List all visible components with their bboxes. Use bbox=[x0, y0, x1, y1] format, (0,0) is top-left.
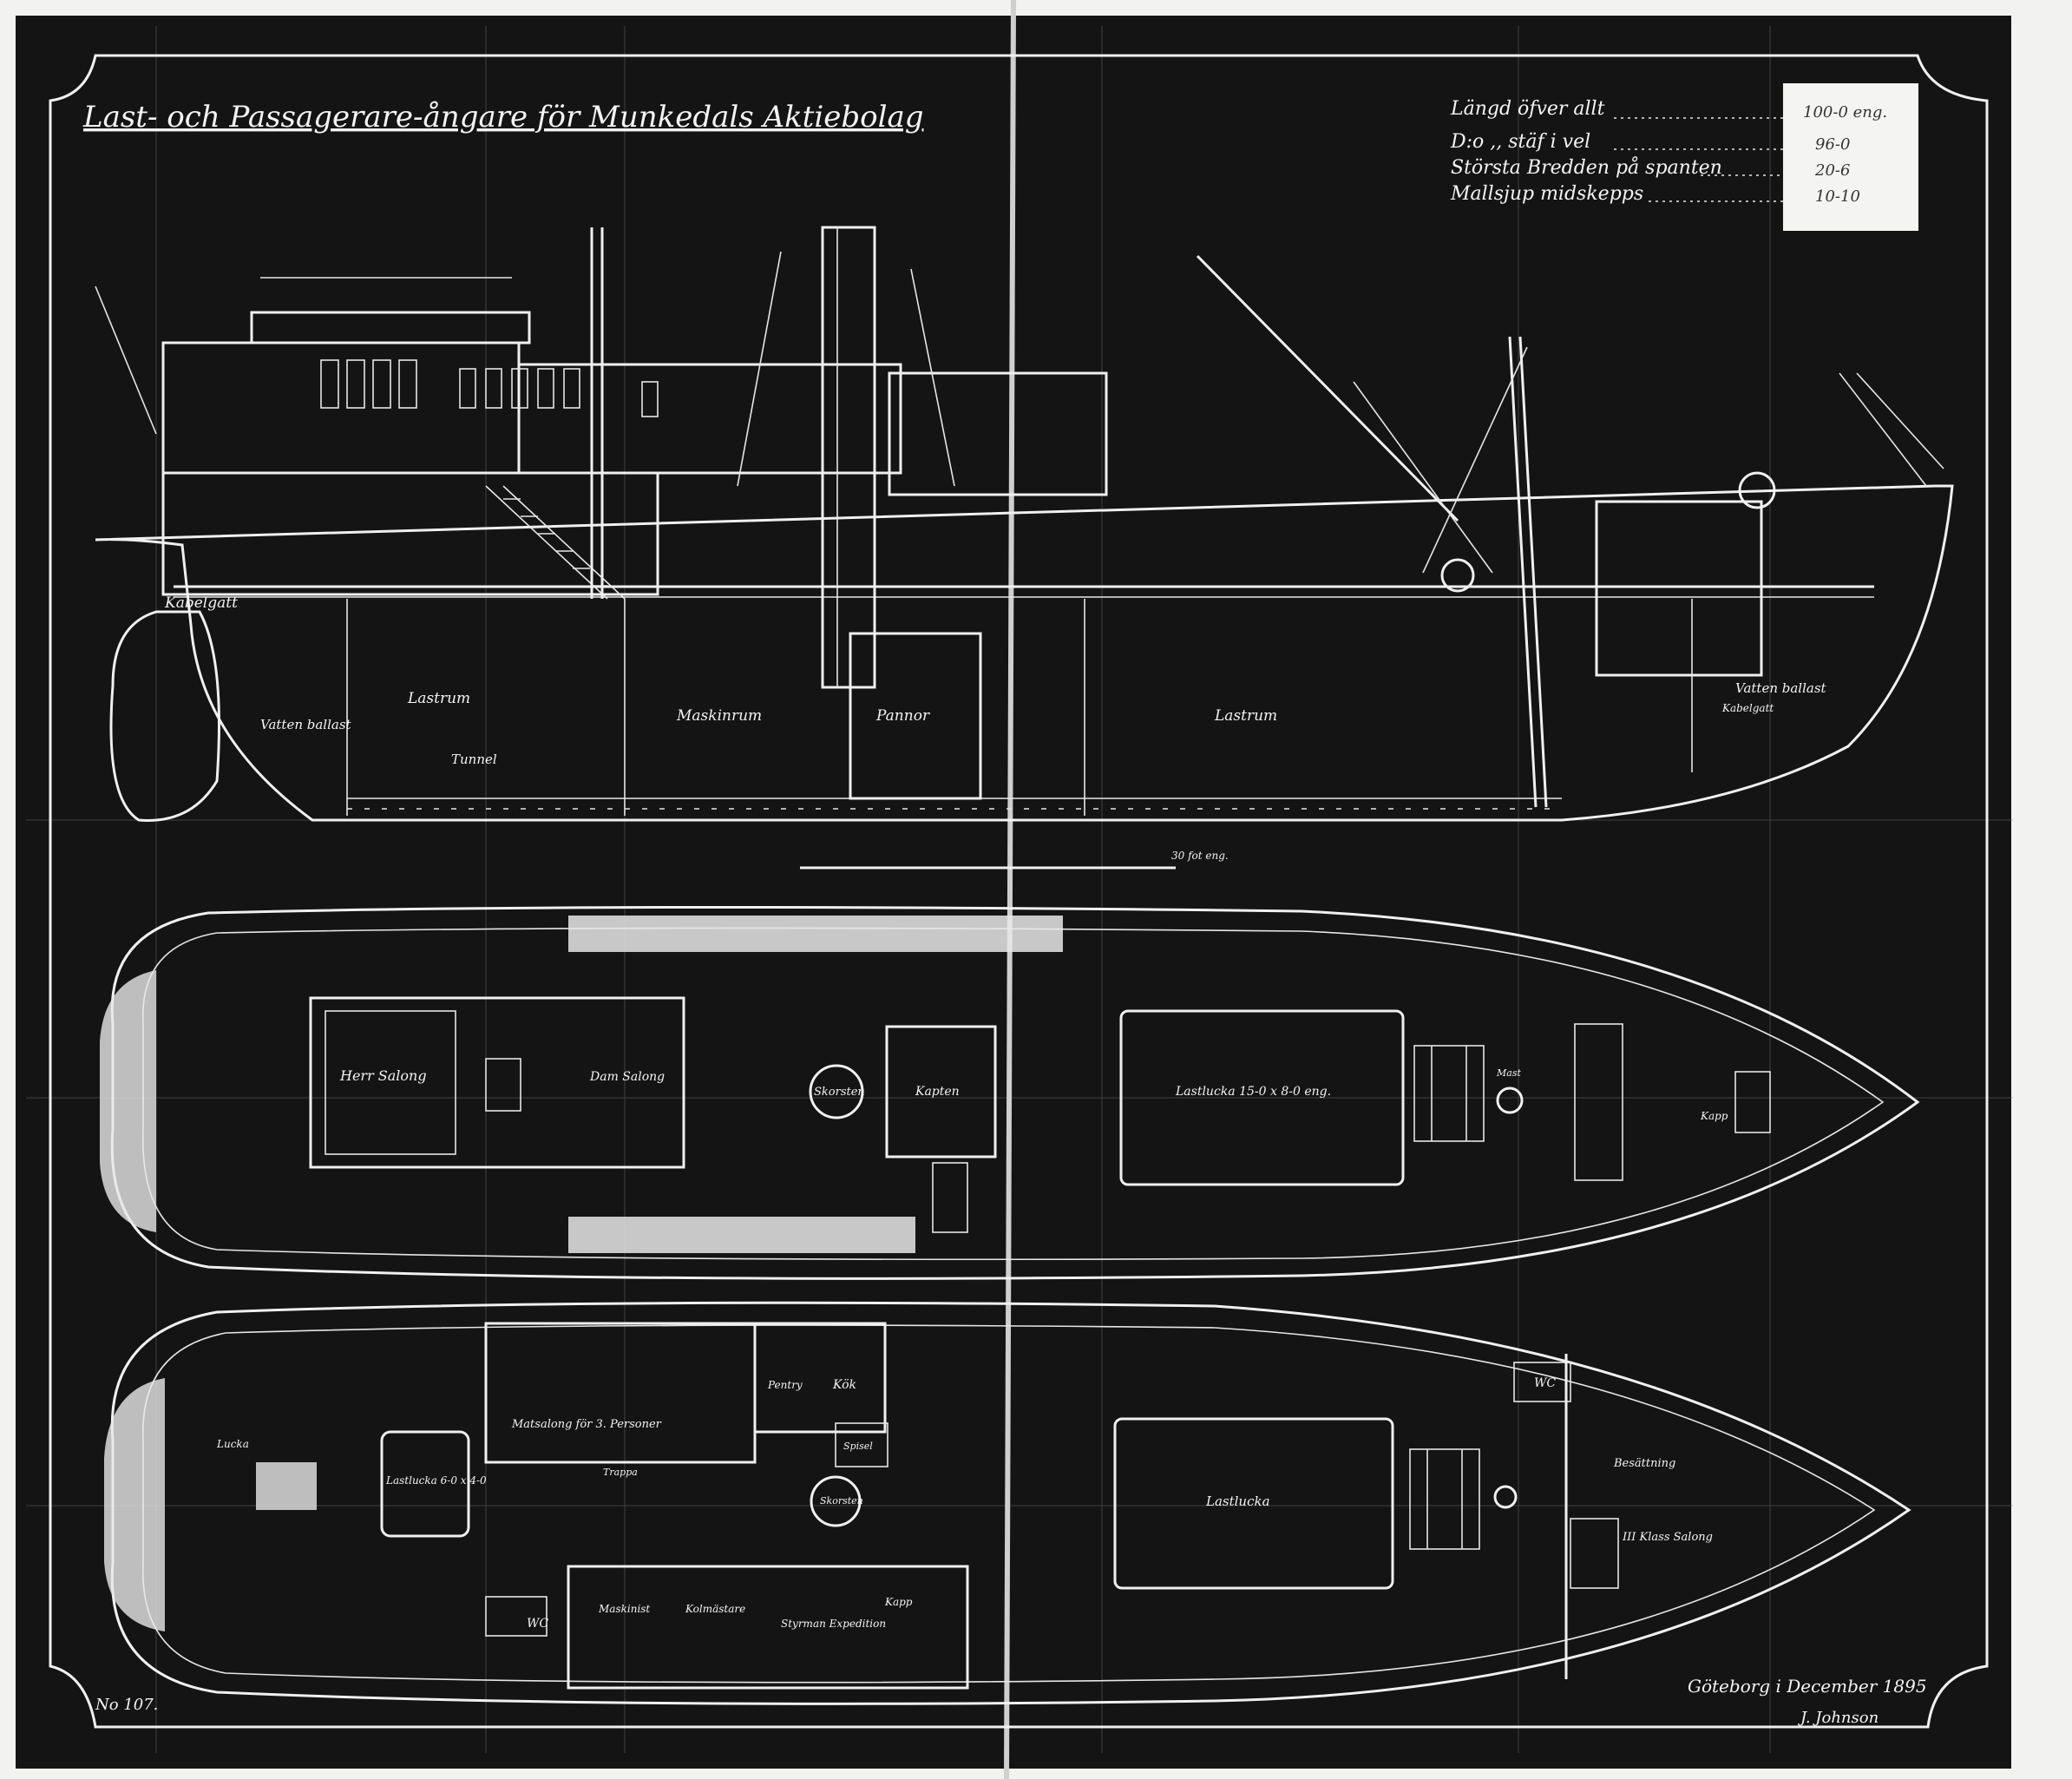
drawing-title: Last- och Passagerare-ångare för Munkeda… bbox=[82, 100, 924, 135]
label-lastlucka-fwd: Lastlucka bbox=[1205, 1493, 1270, 1509]
label-lastlucka-upper: Lastlucka 15-0 x 8-0 eng. bbox=[1175, 1085, 1331, 1099]
signature: J. Johnson bbox=[1797, 1709, 1879, 1727]
label-spisel: Spisel bbox=[843, 1441, 873, 1452]
boiler bbox=[849, 632, 982, 800]
funnel bbox=[821, 226, 876, 689]
label-lastrum-fwd: Lastrum bbox=[1214, 707, 1277, 725]
label-besattning: Besättning bbox=[1613, 1457, 1675, 1470]
bulkheads bbox=[346, 599, 1693, 816]
scale-bar: 30 fot eng. bbox=[800, 850, 1229, 870]
bridge-roof bbox=[250, 311, 531, 345]
sheet-fold-line bbox=[1004, 0, 1016, 1779]
stern-grating-lower bbox=[104, 1378, 165, 1631]
dim-label-4: Mallsjup midskepps bbox=[1450, 183, 1643, 205]
cabins-row bbox=[567, 1565, 969, 1690]
label-trappa: Trappa bbox=[603, 1467, 638, 1478]
label-lastrum-aft: Lastrum bbox=[407, 690, 470, 707]
dim-value-2: 96-0 bbox=[1815, 135, 1850, 154]
forecastle bbox=[1595, 500, 1763, 677]
label-styrman: Styrman Expedition bbox=[781, 1618, 886, 1630]
label-kapp-upper: Kapp bbox=[1700, 1110, 1728, 1122]
label-kolmastare: Kolmästare bbox=[685, 1603, 745, 1615]
saloon-house bbox=[309, 996, 685, 1169]
label-wc-aft: WC bbox=[527, 1617, 548, 1631]
fore-mast bbox=[1508, 336, 1538, 808]
funnel-lower bbox=[810, 1475, 862, 1527]
cargo-boom bbox=[1196, 254, 1459, 522]
label-lucka: Lucka bbox=[216, 1438, 249, 1450]
boat-skylight-bottom bbox=[568, 1217, 915, 1253]
cargo-hatch-upper bbox=[1119, 1009, 1405, 1186]
bridge-house bbox=[888, 371, 1108, 496]
boat-skylight-top bbox=[568, 916, 1063, 952]
label-herr-salong: Herr Salong bbox=[339, 1067, 427, 1084]
label-matsalong: Matsalong för 3. Personer bbox=[511, 1418, 662, 1431]
label-vatten-ballast-fwd: Vatten ballast bbox=[1735, 680, 1827, 696]
dim-value-1: 100-0 eng. bbox=[1803, 103, 1887, 121]
label-vatten-ballast-aft: Vatten ballast bbox=[260, 717, 352, 732]
dim-label-3: Största Bredden på spanten bbox=[1451, 155, 1722, 179]
funnel-plan bbox=[809, 1064, 864, 1119]
label-maskinist: Maskinist bbox=[598, 1603, 650, 1615]
cargo-hatch-fwd bbox=[1113, 1417, 1394, 1590]
captain-cabin bbox=[885, 1025, 997, 1159]
scale-bar-label: 30 fot eng. bbox=[1171, 850, 1229, 862]
label-tunnel: Tunnel bbox=[451, 752, 497, 767]
place-date: Göteborg i December 1895 bbox=[1688, 1676, 1927, 1697]
label-iii-klass-salong: III Klass Salong bbox=[1622, 1531, 1713, 1544]
label-kapp-lower: Kapp bbox=[884, 1596, 913, 1608]
deckhouse-mid bbox=[517, 363, 902, 475]
label-dam-salong: Dam Salong bbox=[589, 1070, 665, 1084]
label-maskinrum: Maskinrum bbox=[676, 707, 762, 725]
profile-view: 30 fot eng. Kabelgatt Vatten ballast Las… bbox=[95, 226, 1954, 870]
upper-deck-plan: Herr Salong Dam Salong Skorsten Kapten L… bbox=[100, 905, 1920, 1280]
cabin-windows bbox=[320, 359, 659, 417]
upper-deck-hull bbox=[110, 905, 1920, 1280]
ornamental-border bbox=[49, 54, 1989, 1729]
fore-mast-plan bbox=[1496, 1086, 1524, 1114]
dimensions-table: Längd öfver allt D:o ,, stäf i vel Störs… bbox=[1450, 83, 1918, 231]
lower-deck-hull bbox=[110, 1301, 1911, 1705]
label-mast: Mast bbox=[1496, 1067, 1521, 1079]
dim-value-3: 20-6 bbox=[1814, 161, 1850, 180]
label-pannor: Pannor bbox=[875, 707, 930, 725]
stern-grating bbox=[100, 970, 156, 1232]
label-kabelgatt-aft: Kabelgatt bbox=[164, 594, 238, 612]
label-lastlucka-aft: Lastlucka 6-0 x 4-0 bbox=[385, 1474, 487, 1487]
label-kapten: Kapten bbox=[915, 1085, 960, 1099]
label-skorsten-lower: Skorsten bbox=[820, 1495, 863, 1507]
dim-label-2: D:o ,, stäf i vel bbox=[1450, 131, 1590, 153]
label-kok: Kök bbox=[832, 1378, 856, 1392]
profile-hull bbox=[95, 484, 1954, 822]
cargo-hatch-aft bbox=[380, 1430, 470, 1538]
rigging bbox=[95, 251, 1944, 574]
windlass-lower bbox=[1409, 1448, 1480, 1550]
lower-deck-plan: Lucka Lastlucka 6-0 x 4-0 Matsalong för … bbox=[104, 1301, 1911, 1705]
dimensions-value-patch bbox=[1783, 83, 1918, 231]
dim-value-4: 10-10 bbox=[1815, 187, 1860, 206]
label-kabelgatt-fwd: Kabelgatt bbox=[1721, 702, 1774, 714]
drawing-number: No 107. bbox=[95, 1696, 158, 1714]
label-wc-fwd: WC bbox=[1534, 1376, 1556, 1390]
dim-label-1: Längd öfver allt bbox=[1450, 98, 1605, 120]
windlass-upper bbox=[1413, 1045, 1485, 1142]
label-skorsten: Skorsten bbox=[814, 1086, 865, 1099]
rudder bbox=[109, 610, 220, 822]
label-pentry: Pentry bbox=[767, 1379, 803, 1391]
